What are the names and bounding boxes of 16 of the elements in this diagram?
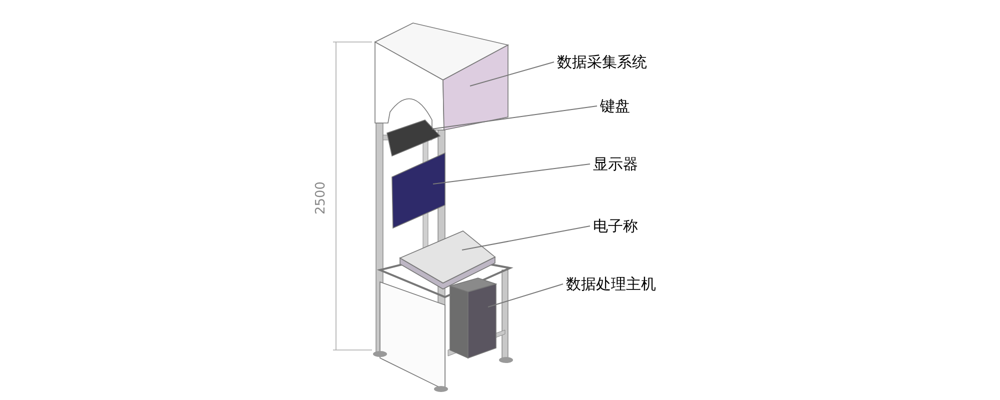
part-label: 数据采集系统 [557,52,647,73]
leader-line [432,106,598,130]
dimension-label: 2500 [314,181,330,215]
monitor-drawing [392,152,446,229]
leader-line [470,62,554,86]
keyboard-drawing [386,120,441,157]
leader-line [488,284,564,308]
scale-drawing [399,230,496,290]
leader-line [462,226,590,250]
part-label: 电子称 [593,216,638,237]
part-label: 键盘 [600,96,630,117]
cabinet-drawing [374,22,510,130]
part-label: 显示器 [593,154,638,175]
part-label: 数据处理主机 [566,274,656,295]
leader-line [432,164,590,184]
computer-drawing [448,278,498,359]
